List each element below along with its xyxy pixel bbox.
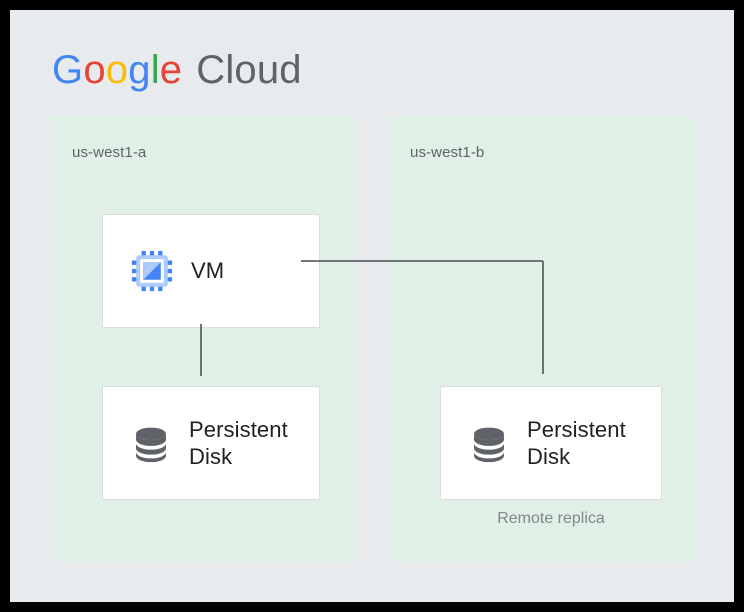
node-label-vm: VM (191, 258, 225, 284)
caption-remote-replica: Remote replica (497, 510, 605, 527)
node-label-persistent-disk-replica: Persistent Disk (527, 416, 626, 469)
zone-label-us-west1-a: us-west1-a (72, 144, 147, 161)
logo-letter-4: l (150, 47, 160, 92)
logo-letter-2: o (105, 47, 129, 92)
database-disk-icon (131, 423, 171, 463)
logo-letter-1: o (83, 47, 106, 92)
node-card-persistent-disk-primary[interactable]: Persistent Disk (102, 386, 320, 500)
zone-label-us-west1-b: us-west1-b (410, 144, 485, 161)
cpu-chip-icon (131, 250, 173, 292)
logo-letter-0: G (52, 47, 84, 92)
node-label-persistent-disk-primary: Persistent Disk (189, 416, 288, 469)
cloud-wordmark: Cloud (196, 47, 302, 92)
database-disk-icon (469, 423, 509, 463)
logo-letter-5: e (159, 47, 183, 92)
node-card-vm[interactable]: VM (102, 214, 320, 328)
google-wordmark: Google (52, 48, 182, 93)
diagram-canvas: Google Cloud us-west1-a us-west1-b (10, 10, 734, 602)
google-cloud-logo: Google Cloud (52, 48, 302, 92)
logo-letter-3: g (128, 47, 151, 92)
node-card-persistent-disk-replica[interactable]: Persistent Disk (440, 386, 662, 500)
